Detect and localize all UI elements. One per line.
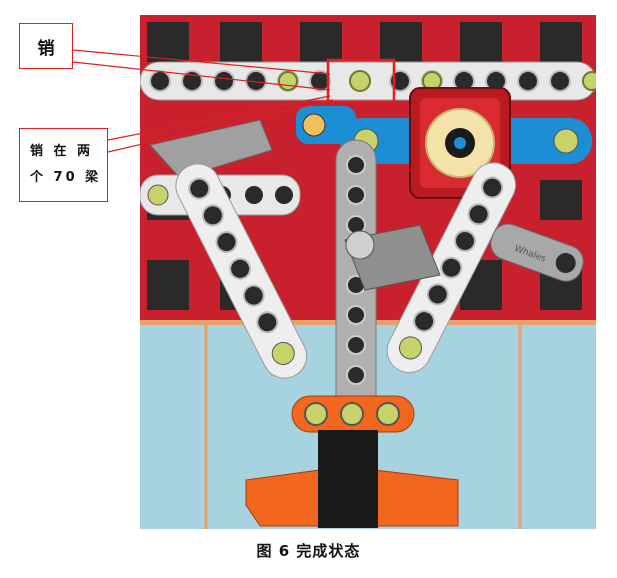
callout-pin-beams-line2: 个 70 梁 [30,170,102,185]
pin-highlight-box [326,58,396,104]
callout-pin-beams: 销 在 两 个 70 梁 [19,128,108,202]
callout-pin-beams-line1: 销 在 两 [30,144,94,159]
orange-foot-right [374,469,459,527]
grey-angle-connector [149,119,273,179]
left-diagonal-beam [175,163,308,379]
orange-foot-left [245,469,321,527]
callout-pin: 销 [19,23,73,69]
callout-line-1 [72,49,331,75]
callout-line-2 [107,95,331,141]
callout-pin-label: 销 [37,38,55,59]
grey-right-connector: Whales [490,223,584,282]
figure-caption: 图 6 完成状态 [256,542,361,560]
right-diagonal-beam [386,162,517,374]
